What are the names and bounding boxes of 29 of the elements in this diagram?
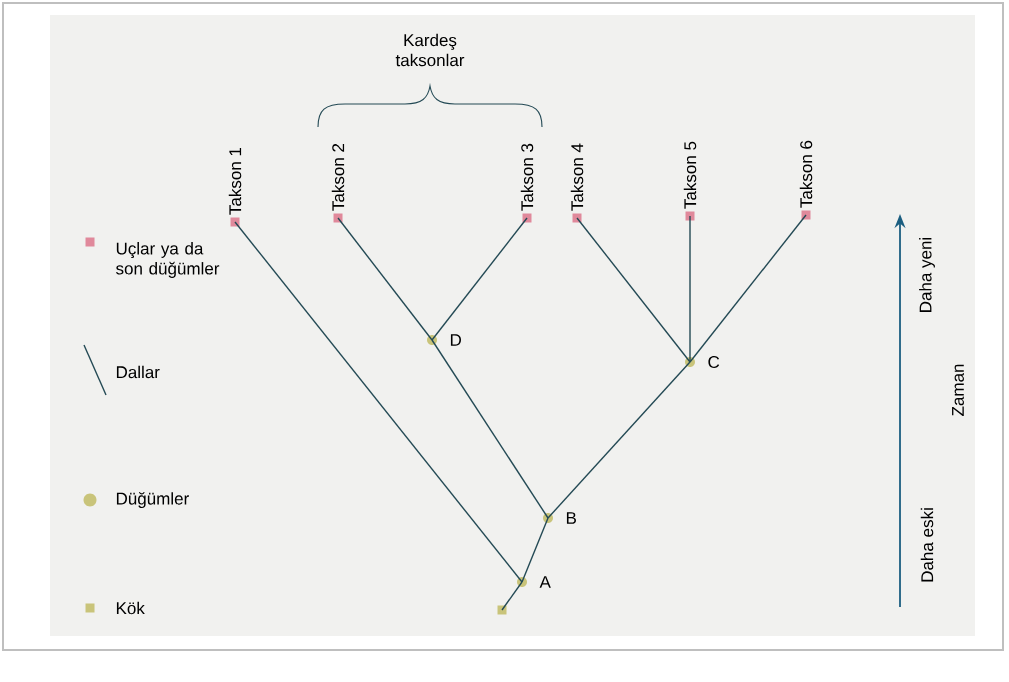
axis-label: Zaman xyxy=(952,364,964,416)
branch-line xyxy=(547,361,691,519)
taxon-label: Takson 1 xyxy=(228,147,242,215)
taxon-label: Takson 2 xyxy=(331,143,345,211)
time-label: Daha yeni xyxy=(919,237,935,312)
branch-line xyxy=(234,221,523,583)
branch-line xyxy=(576,217,691,363)
legend-label: Düğümler xyxy=(116,491,189,509)
taxon-label: Takson 6 xyxy=(799,140,813,208)
branch-line xyxy=(689,215,691,363)
branch-line xyxy=(689,214,807,363)
legend-label: Dallar xyxy=(116,365,160,379)
legend-label: Uçlar ya da son düğümler xyxy=(116,242,220,278)
node-label: D xyxy=(450,334,461,346)
legend-label: Kök xyxy=(116,601,145,615)
time-label: Daha eski xyxy=(920,508,934,582)
branch-line xyxy=(431,217,528,341)
taxon-label: Takson 4 xyxy=(570,143,584,211)
node-label: C xyxy=(708,356,720,368)
brace-label: Kardeş taksonlar xyxy=(395,33,465,67)
branch-line xyxy=(431,339,549,519)
branch-line xyxy=(337,217,433,341)
branch-line xyxy=(501,581,523,611)
node-label: A xyxy=(539,576,551,588)
node-label: B xyxy=(566,512,576,524)
branch-line xyxy=(521,517,549,583)
taxon-label: Takson 5 xyxy=(683,141,697,209)
taxon-label: Takson 3 xyxy=(520,143,534,211)
root-marker xyxy=(497,605,507,615)
